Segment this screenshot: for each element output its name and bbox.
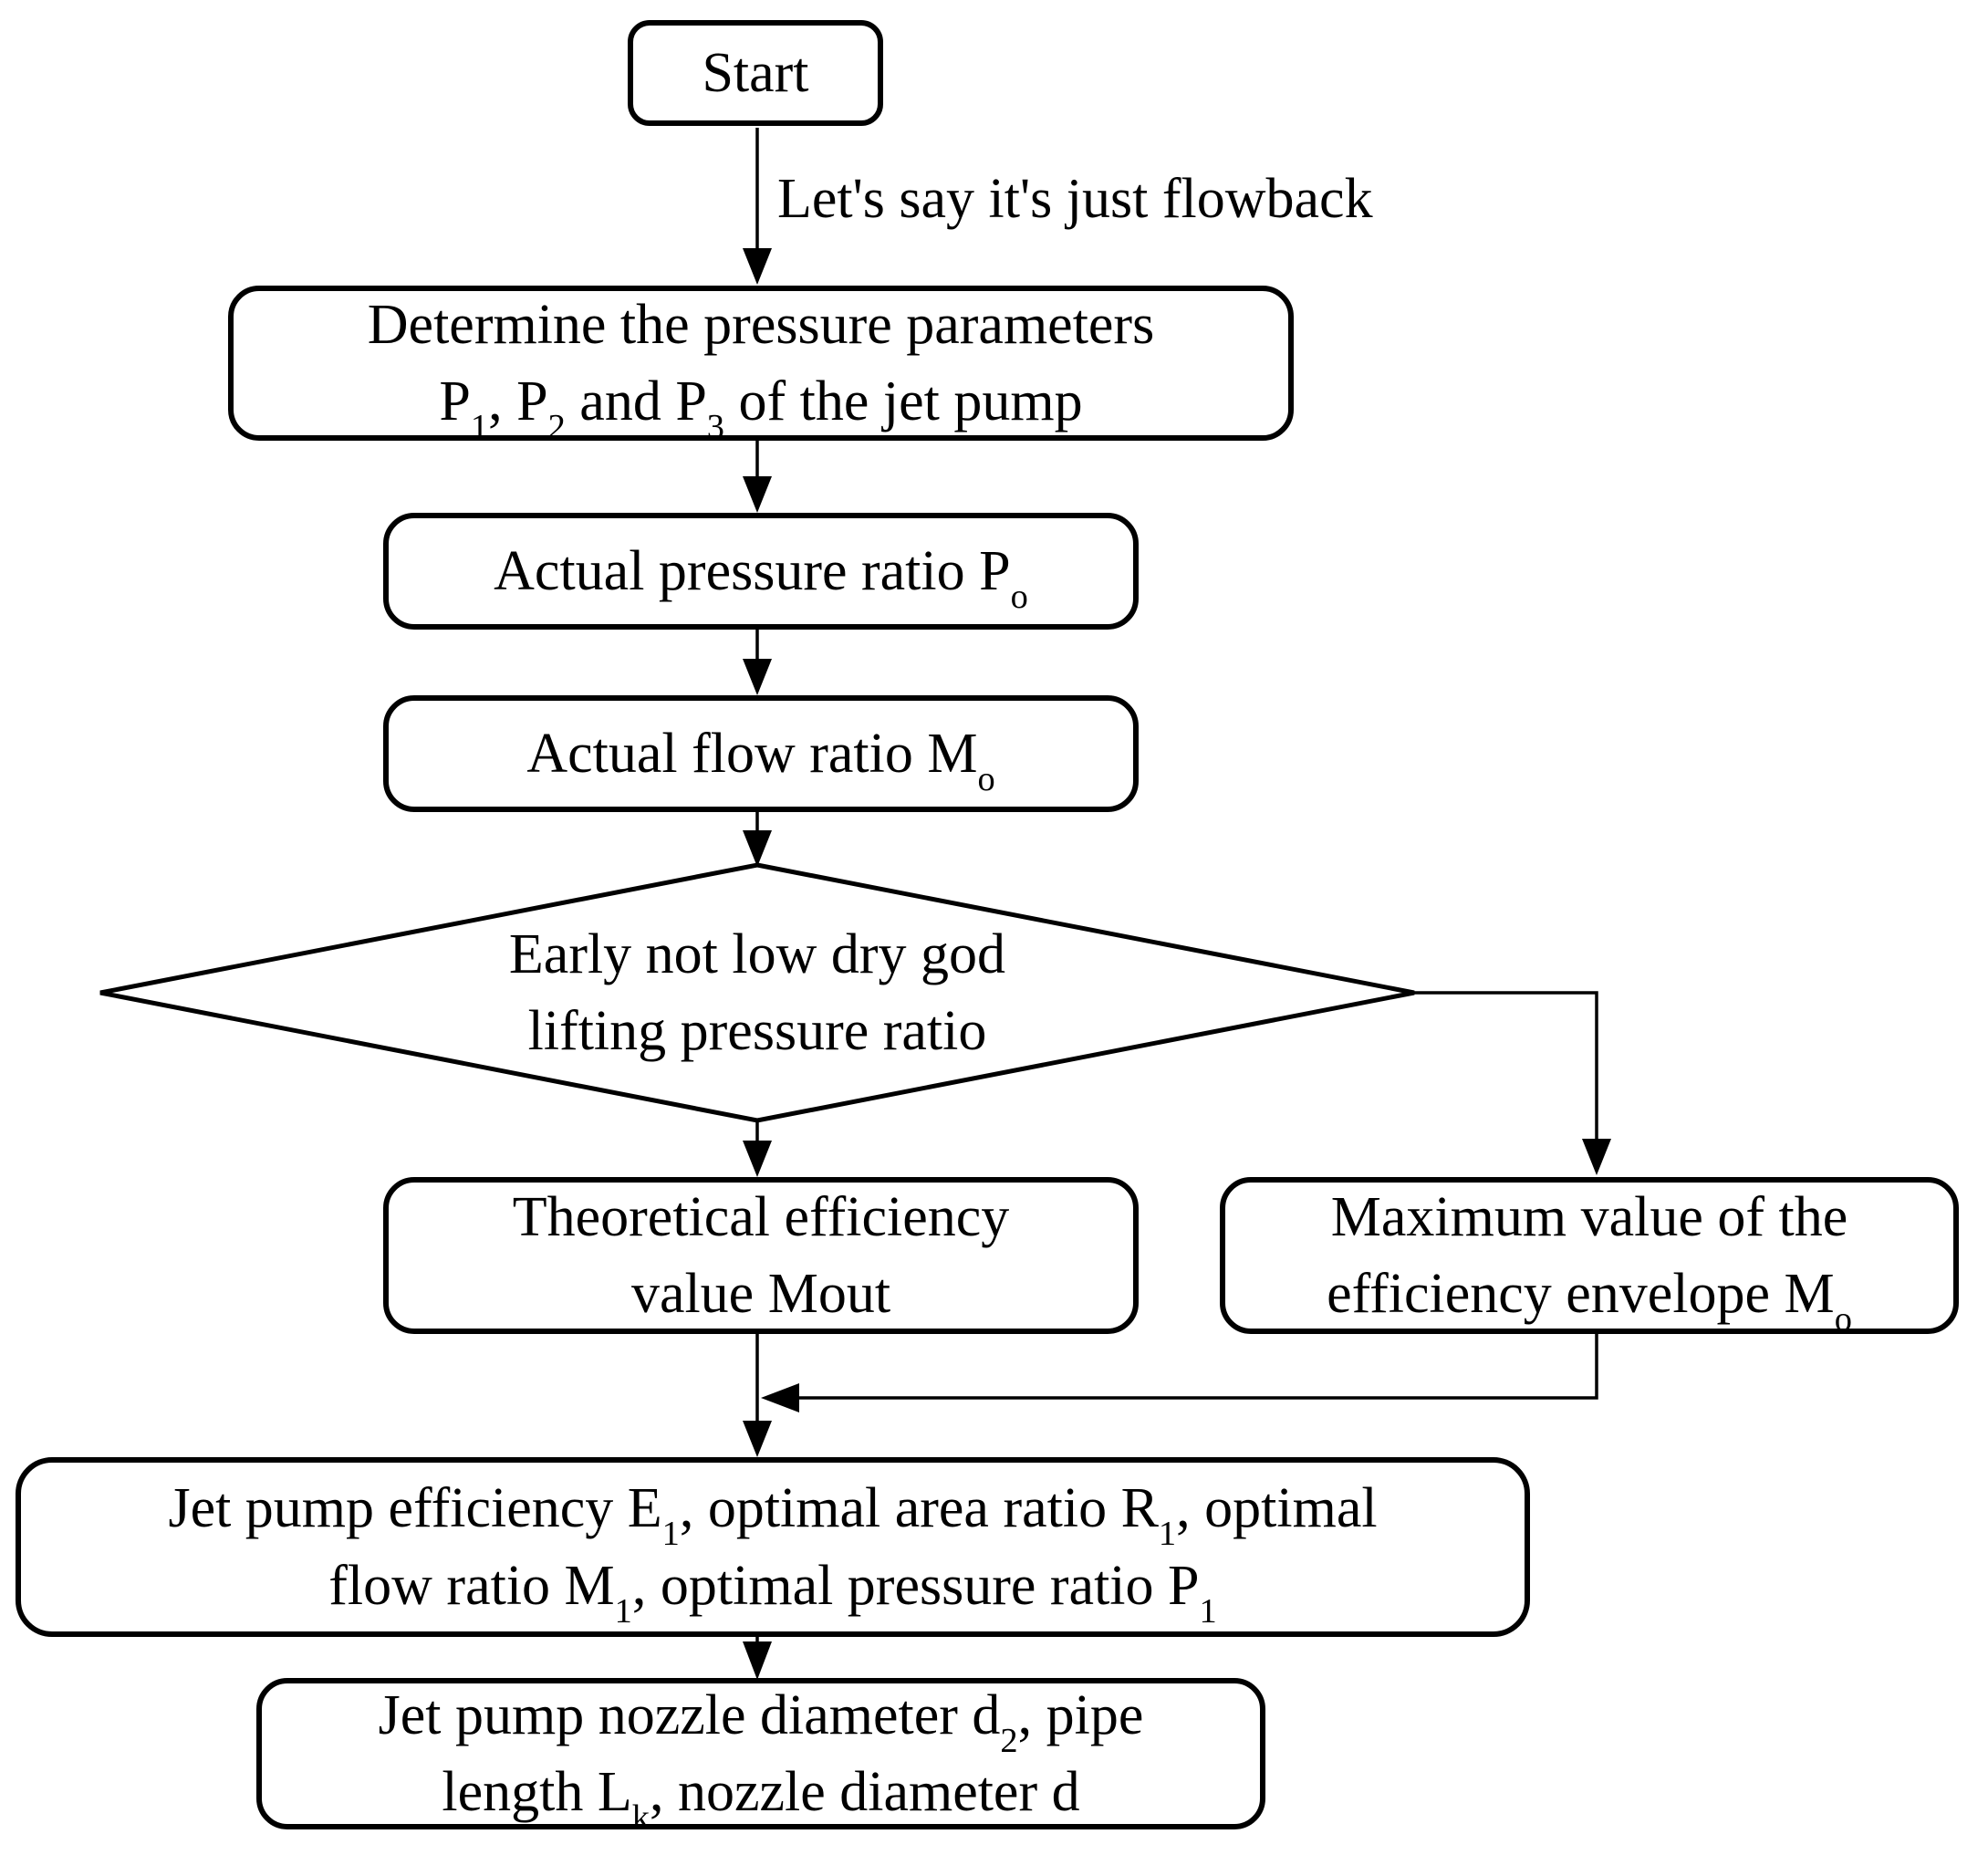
node-actual-flow-ratio: Actual flow ratio Mo <box>383 695 1139 812</box>
node-start-label: Start <box>702 41 809 104</box>
node-maximum-line-2: efficiency envelope Mo <box>1327 1263 1852 1339</box>
node-decision-line-1: Early not low dry god <box>508 922 1006 985</box>
node-efficiency-line-2: flow ratio M1, optimal pressure ratio P1 <box>328 1554 1217 1631</box>
arrowhead-determine <box>743 248 772 285</box>
edge-label-flowback: Let's say it's just flowback <box>777 167 1373 230</box>
node-actual-pressure-ratio: Actual pressure ratio Po <box>383 513 1139 630</box>
arrowhead-decision <box>743 830 772 867</box>
node-decision-line-2: lifting pressure ratio <box>527 1000 987 1062</box>
node-start: Start <box>628 20 883 126</box>
node-actual-flow-label: Actual flow ratio Mo <box>526 722 995 799</box>
arrowhead-theoretical <box>743 1141 772 1177</box>
node-decision-label: Early not low dry god lifting pressure r… <box>392 892 1122 1093</box>
node-max-efficiency-envelope: Maximum value of the efficiency envelope… <box>1220 1177 1959 1339</box>
arrowhead-merge-left <box>761 1383 799 1412</box>
arrowhead-maximum <box>1582 1139 1611 1175</box>
node-nozzle-diameter: Jet pump nozzle diameter d2, pipe length… <box>256 1678 1265 1838</box>
node-theoretical-line-2: value Mout <box>630 1263 891 1325</box>
node-determine-line-1: Determine the pressure parameters <box>367 293 1155 356</box>
node-efficiency-line-1: Jet pump efficiency E1, optimal area rat… <box>168 1477 1378 1554</box>
arrowhead-pressure <box>743 476 772 513</box>
node-maximum-line-1: Maximum value of the <box>1330 1185 1848 1248</box>
edge-maximum-merge <box>797 1334 1598 1400</box>
node-determine-line-2: P1, P2 and P3 of the jet pump <box>439 370 1083 447</box>
arrowhead-flow <box>743 659 772 695</box>
node-theoretical-efficiency: Theoretical efficiency value Mout <box>383 1177 1139 1334</box>
edge-decision-maximum <box>1412 991 1598 1141</box>
node-theoretical-line-1: Theoretical efficiency <box>512 1185 1010 1248</box>
node-actual-pressure-label: Actual pressure ratio Po <box>494 539 1028 617</box>
arrowhead-nozzle <box>743 1641 772 1680</box>
node-nozzle-line-2: length Lk, nozzle diameter d <box>442 1761 1080 1838</box>
arrowhead-efficiency <box>743 1421 772 1457</box>
node-determine-pressure-params: Determine the pressure parameters P1, P2… <box>228 286 1294 447</box>
node-jet-pump-efficiency: Jet pump efficiency E1, optimal area rat… <box>16 1457 1530 1637</box>
node-nozzle-line-1: Jet pump nozzle diameter d2, pipe <box>378 1683 1144 1760</box>
